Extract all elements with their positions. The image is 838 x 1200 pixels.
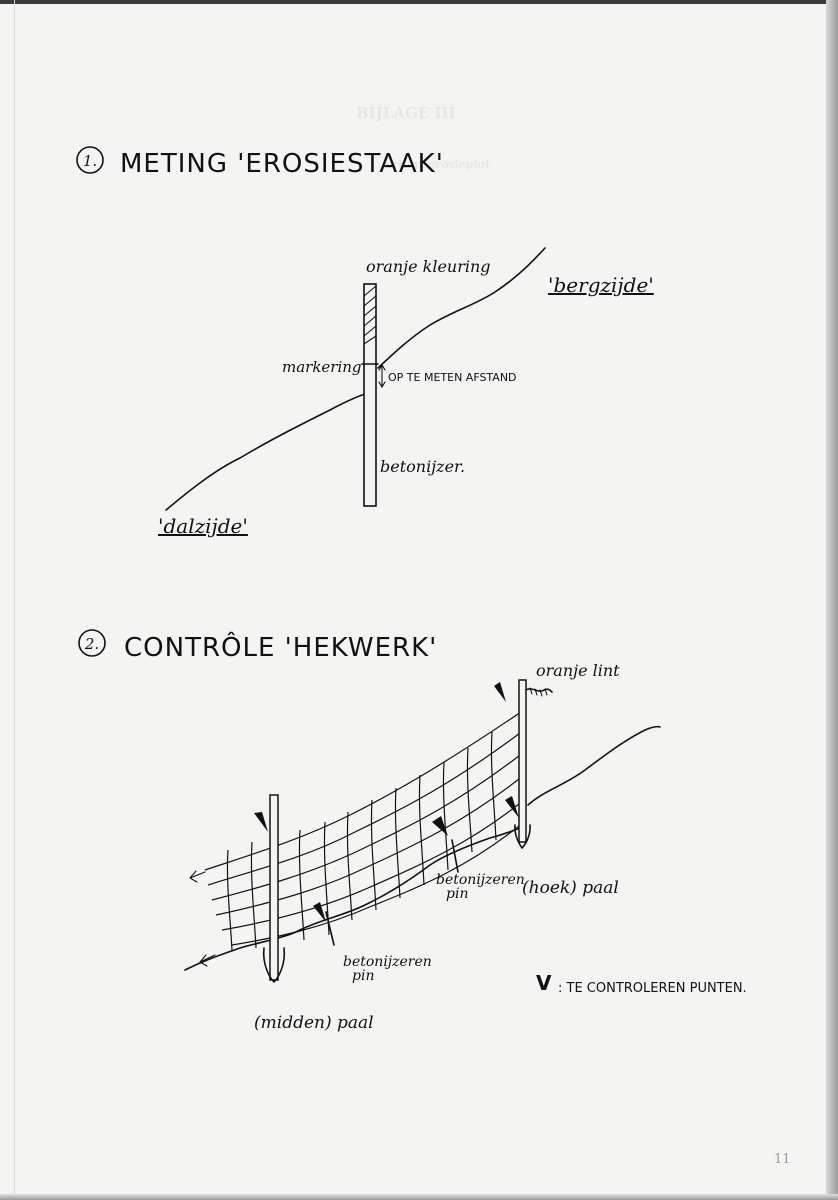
- terrain-upper: [527, 725, 661, 806]
- middle-post-anchor: [262, 947, 286, 983]
- show-through-subtitle: ...erings erosieplot: [374, 158, 490, 171]
- label-rebar: betonijzer.: [380, 457, 465, 476]
- label-orange-marking: oranje kleuring: [366, 257, 491, 276]
- binding-fold: [14, 0, 15, 1200]
- section1-number: 1.: [83, 152, 97, 170]
- section1-number-circle: [76, 146, 104, 174]
- fence-mesh: [204, 709, 525, 951]
- section2-heading: 2. CONTRÔLE 'HEKWERK': [78, 629, 437, 663]
- rebar-stake: [363, 283, 377, 507]
- check-marker-middle-post: [254, 812, 268, 832]
- orange-marking-hatch: [363, 285, 377, 345]
- concrete-pin-left: [325, 911, 335, 946]
- erosion-stake-diagram: oranje kleuring 'bergzijde' markering OP…: [158, 247, 654, 538]
- show-through-heading: BIJLAGE III: [356, 104, 456, 122]
- check-marker-right-pin: [432, 816, 448, 836]
- label-distance: OP TE METEN AFSTAND: [388, 371, 517, 384]
- slope-line: [165, 247, 546, 511]
- label-marking: markering: [282, 358, 362, 376]
- label-pin-right-1: betonijzeren: [436, 872, 525, 888]
- label-downhill: 'dalzijde': [158, 514, 248, 538]
- corner-post-anchor: [514, 824, 531, 849]
- mesh-continues-arrow-lower: [199, 954, 216, 967]
- sheet-right-edge: [826, 0, 838, 1200]
- section1-heading: 1. METING 'EROSIESTAAK': [76, 146, 444, 179]
- mesh-continues-arrow-upper: [189, 870, 206, 883]
- label-pin-right-2: pin: [446, 886, 468, 902]
- label-ribbon: oranje lint: [536, 661, 620, 680]
- check-markers: [254, 682, 519, 922]
- terrain-lower: [184, 827, 521, 971]
- concrete-pin-right: [451, 839, 459, 873]
- legend: V : TE CONTROLEREN PUNTEN.: [536, 971, 747, 996]
- legend-symbol: V: [536, 971, 552, 995]
- check-marker-post-top: [494, 682, 506, 702]
- section1-title: METING 'EROSIESTAAK': [120, 149, 444, 179]
- legend-text: : TE CONTROLEREN PUNTEN.: [558, 981, 747, 996]
- section2-number-circle: [78, 629, 106, 657]
- label-corner-post: (hoek) paal: [522, 878, 619, 898]
- label-pin-left-2: pin: [352, 968, 374, 984]
- orange-ribbon: [525, 687, 553, 697]
- label-pin-left-1: betonijzeren: [343, 954, 432, 970]
- check-marker-corner-post: [505, 796, 519, 818]
- check-marker-left-pin: [313, 902, 326, 922]
- sheet-top-edge: [0, 0, 838, 4]
- distance-arrow: [378, 363, 386, 389]
- corner-post: [518, 679, 527, 843]
- label-middle-post: (midden) paal: [254, 1013, 374, 1033]
- section2-number: 2.: [84, 635, 99, 653]
- page-number: 11: [774, 1152, 791, 1167]
- sheet-bottom-edge: [0, 1194, 838, 1200]
- label-uphill: 'bergzijde': [548, 273, 654, 297]
- fence-diagram: oranje lint betonijzeren pin (hoek) paal…: [184, 661, 661, 1033]
- section2-title: CONTRÔLE 'HEKWERK': [124, 631, 437, 663]
- middle-post: [269, 794, 279, 981]
